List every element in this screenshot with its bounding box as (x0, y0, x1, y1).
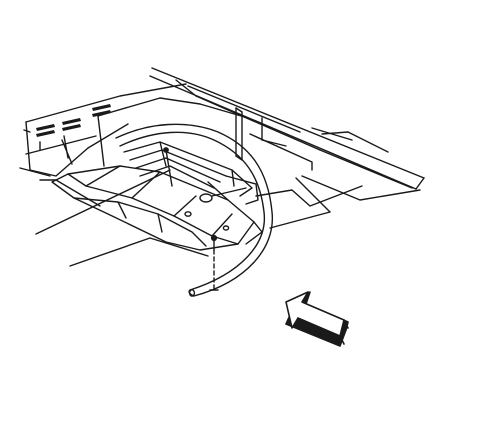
fasteners (163, 147, 219, 291)
exhaust-pipe (115, 123, 273, 297)
arrow-icon (285, 291, 345, 337)
shield-bolt-holes (184, 211, 230, 231)
heat-shield (51, 165, 263, 251)
vehicle-underbody (19, 67, 425, 297)
vent-slots (36, 104, 111, 137)
frame-rail (149, 67, 425, 190)
view-direction-arrow (285, 291, 349, 347)
converter-body (123, 141, 259, 205)
lower-floor (35, 169, 209, 267)
crossmember (249, 127, 421, 229)
